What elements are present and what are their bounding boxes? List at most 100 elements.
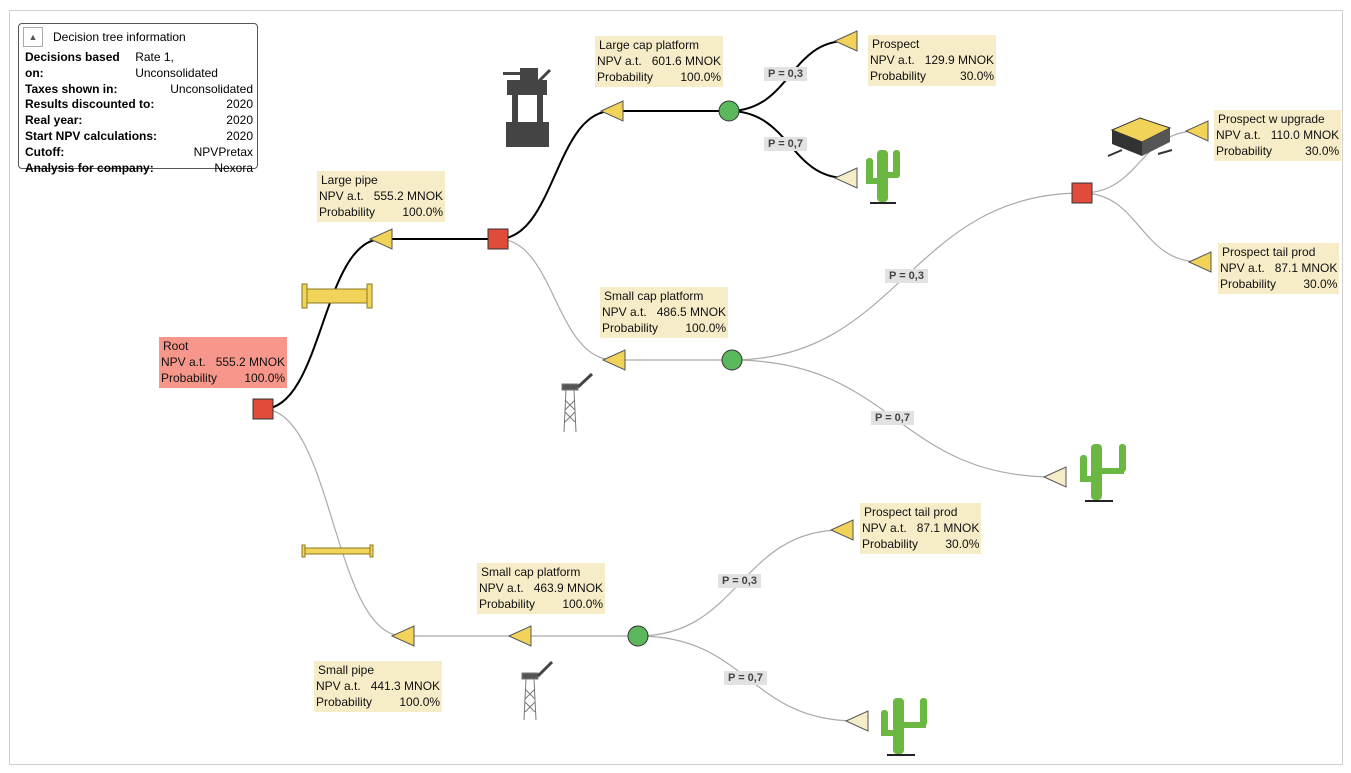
node-title: Large cap platform <box>599 38 700 52</box>
npv-label: NPV a.t. <box>1216 128 1261 142</box>
probability-label: Probability <box>602 321 659 335</box>
terminal-tail-1 <box>1187 251 1212 273</box>
info-value: Nexora <box>214 160 253 175</box>
probability-value: 100.0% <box>244 371 286 385</box>
node-title: Prospect tail prod <box>1222 245 1316 259</box>
probability-value: 100.0% <box>685 321 727 335</box>
decision-node-2 <box>1071 182 1093 204</box>
node-label-root: Root NPV a.t. 555.2 MNOK Probability 100.0… <box>159 337 288 388</box>
terminal-upgrade <box>1184 120 1209 142</box>
probability-label: Probability <box>597 70 654 84</box>
info-value: Rate 1, Unconsolidated <box>135 50 218 80</box>
node-title: Small pipe <box>318 663 375 677</box>
node-label-prospect: Prospect NPV a.t. 129.9 MNOK Probability 3… <box>868 35 997 86</box>
terminal-small-cap-1 <box>601 349 626 371</box>
probability-label: P = 0,3 <box>718 574 761 588</box>
info-key: Analysis for company: <box>25 160 154 175</box>
chance-node-2 <box>721 349 743 371</box>
node-title: Prospect <box>872 37 920 51</box>
info-value: 2020 <box>226 97 253 112</box>
npv-value: 87.1 MNOK <box>916 521 980 535</box>
node-title: Prospect tail prod <box>864 505 958 519</box>
node-label-small-cap-1: Small cap platform NPV a.t.486.5 MNOK Pr… <box>600 287 729 338</box>
subsea-template-icon <box>1107 117 1173 157</box>
probability-label: P = 0,3 <box>885 269 928 283</box>
probability-label: P = 0,7 <box>724 671 767 685</box>
small-pipe-icon <box>301 544 374 558</box>
info-key: Decisions based on: <box>25 50 120 80</box>
branch-large-cap <box>497 110 729 240</box>
probability-label: Probability <box>1216 144 1273 158</box>
terminal-large-cap <box>599 100 624 122</box>
probability-value: 100.0% <box>402 205 444 219</box>
probability-label: P = 0,7 <box>871 411 914 425</box>
npv-value: 87.1 MNOK <box>1274 261 1338 275</box>
info-value: NPVPretax <box>193 144 253 159</box>
terminal-dry-2 <box>1042 466 1067 488</box>
npv-label: NPV a.t. <box>161 355 206 369</box>
probability-label: Probability <box>1220 277 1277 291</box>
npv-label: NPV a.t. <box>870 53 915 67</box>
probability-label: P = 0,7 <box>764 137 807 151</box>
probability-value: 30.0% <box>945 537 980 551</box>
info-value: 2020 <box>226 113 253 128</box>
probability-label: Probability <box>479 597 536 611</box>
probability-label: Probability <box>862 537 919 551</box>
probability-label: Probability <box>316 695 373 709</box>
decision-node-root <box>252 398 274 420</box>
npv-label: NPV a.t. <box>597 54 642 68</box>
node-title: Root <box>163 339 189 353</box>
probability-value: 100.0% <box>680 70 722 84</box>
large-pipe-icon <box>301 283 373 309</box>
terminal-prospect <box>833 30 858 52</box>
node-label-small-pipe: Small pipe NPV a.t. 441.3 MNOK Probabilit… <box>314 661 443 712</box>
node-label-small-cap-2: Small cap platform NPV a.t. 463.9 MNOK Pr… <box>477 563 606 614</box>
chance-node-1 <box>718 100 740 122</box>
node-label-large-pipe: Large pipe NPV a.t.555.2 MNOK Probabilit… <box>317 171 446 222</box>
large-platform-icon <box>503 68 552 147</box>
probability-value: 30.0% <box>1303 277 1338 291</box>
npv-value: 441.3 MNOK <box>370 679 441 693</box>
info-key: Results discounted to: <box>25 97 155 112</box>
canvas-frame <box>9 10 1343 765</box>
probability-value: 30.0% <box>960 69 995 83</box>
cactus-icon-2 <box>1080 444 1126 502</box>
collapse-toggle-button[interactable]: ▲ <box>23 27 43 47</box>
npv-label: NPV a.t. <box>1220 261 1265 275</box>
probability-label: P = 0,3 <box>764 67 807 81</box>
npv-label: NPV a.t. <box>602 305 647 319</box>
branch-tail-1 <box>1081 192 1201 263</box>
info-value: 2020 <box>226 128 253 143</box>
probability-label: Probability <box>161 371 218 385</box>
info-key: Cutoff: <box>25 144 65 159</box>
terminal-dry-3 <box>844 710 869 732</box>
npv-label: NPV a.t. <box>316 679 361 693</box>
node-label-prospect-tail-2: Prospect tail prod NPV a.t.87.1 MNOK Pro… <box>860 503 982 554</box>
small-rig-icon <box>561 372 594 433</box>
node-title: Large pipe <box>321 173 378 187</box>
node-title: Small cap platform <box>481 565 581 579</box>
info-value: Unconsolidated <box>170 81 253 96</box>
branch-upgrade <box>1081 130 1198 194</box>
probability-label: Probability <box>319 205 376 219</box>
info-key: Taxes shown in: <box>25 81 118 96</box>
npv-value: 601.6 MNOK <box>651 54 722 68</box>
chance-node-3 <box>627 625 649 647</box>
branch-small-cap-1 <box>497 238 732 361</box>
npv-value: 555.2 MNOK <box>215 355 286 369</box>
probability-value: 30.0% <box>1305 144 1340 158</box>
info-key: Real year: <box>25 113 83 128</box>
decision-node-1 <box>487 228 509 250</box>
triangle-up-icon: ▲ <box>28 32 38 42</box>
node-label-prospect-tail-1: Prospect tail prod NPV a.t. 87.1 MNOK Pro… <box>1218 243 1340 294</box>
branch-root-large-pipe <box>262 238 383 410</box>
npv-value: 463.9 MNOK <box>533 581 604 595</box>
node-label-large-cap: Large cap platform NPV a.t. 601.6 MNOK Pr… <box>595 36 724 87</box>
node-title: Prospect w upgrade <box>1218 112 1325 126</box>
decision-tree-info-panel: ▲Decision tree information Decisions bas… <box>18 23 258 175</box>
npv-label: NPV a.t. <box>479 581 524 595</box>
probability-label: Probability <box>870 69 927 83</box>
npv-value: 129.9 MNOK <box>924 53 995 67</box>
terminal-large-pipe <box>368 228 393 250</box>
terminal-small-cap-2 <box>507 625 532 647</box>
